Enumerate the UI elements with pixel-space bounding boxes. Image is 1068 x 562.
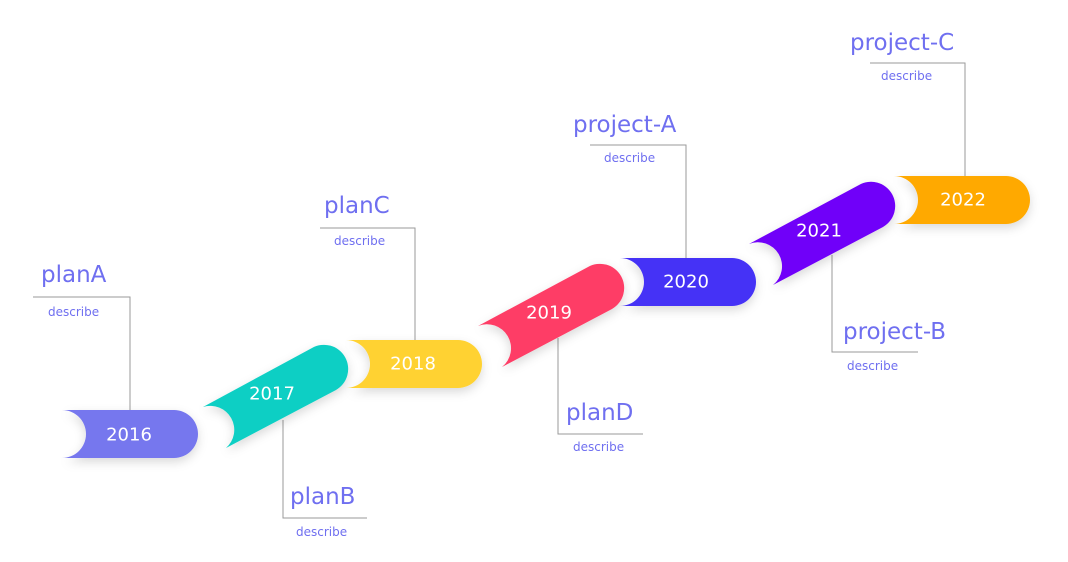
connector-line-2017 xyxy=(282,420,367,519)
milestone-title-project-c: project-C xyxy=(850,30,955,56)
connector-line-2022 xyxy=(870,62,966,176)
year-label-2022: 2022 xyxy=(940,189,986,211)
milestone-title-planc: planC xyxy=(324,193,390,219)
year-label-2019: 2019 xyxy=(526,302,572,324)
year-label-2018: 2018 xyxy=(390,353,436,375)
pill-2016 xyxy=(62,410,198,458)
milestone-desc-planb: describe xyxy=(296,525,348,539)
milestone-desc-pland: describe xyxy=(573,440,625,454)
milestone-desc-project-b: describe xyxy=(847,359,899,373)
milestone-desc-project-a: describe xyxy=(604,151,656,165)
connector-line-2016 xyxy=(33,296,131,410)
milestone-title-pland: planD xyxy=(566,400,634,426)
pill-2018 xyxy=(346,340,482,388)
connector-line-2018 xyxy=(320,227,416,340)
pill-2017 xyxy=(203,344,349,448)
milestone-title-project-b: project-B xyxy=(843,319,947,345)
milestone-desc-plana: describe xyxy=(48,305,100,319)
year-label-2017: 2017 xyxy=(249,383,295,405)
connector-line-2020 xyxy=(590,144,687,258)
year-label-2016: 2016 xyxy=(106,424,152,446)
milestone-desc-planc: describe xyxy=(334,234,386,248)
pill-2020 xyxy=(620,258,756,306)
milestone-title-project-a: project-A xyxy=(573,112,677,138)
year-label-2021: 2021 xyxy=(796,220,842,242)
year-label-2020: 2020 xyxy=(663,271,709,293)
pill-2021 xyxy=(749,181,896,285)
milestone-desc-project-c: describe xyxy=(881,69,933,83)
milestone-title-planb: planB xyxy=(290,484,356,510)
pill-2022 xyxy=(894,176,1030,224)
connector-line-2021 xyxy=(831,255,918,353)
connector-line-2019 xyxy=(557,338,643,435)
milestone-title-plana: planA xyxy=(41,262,107,288)
pill-2019 xyxy=(478,263,625,367)
